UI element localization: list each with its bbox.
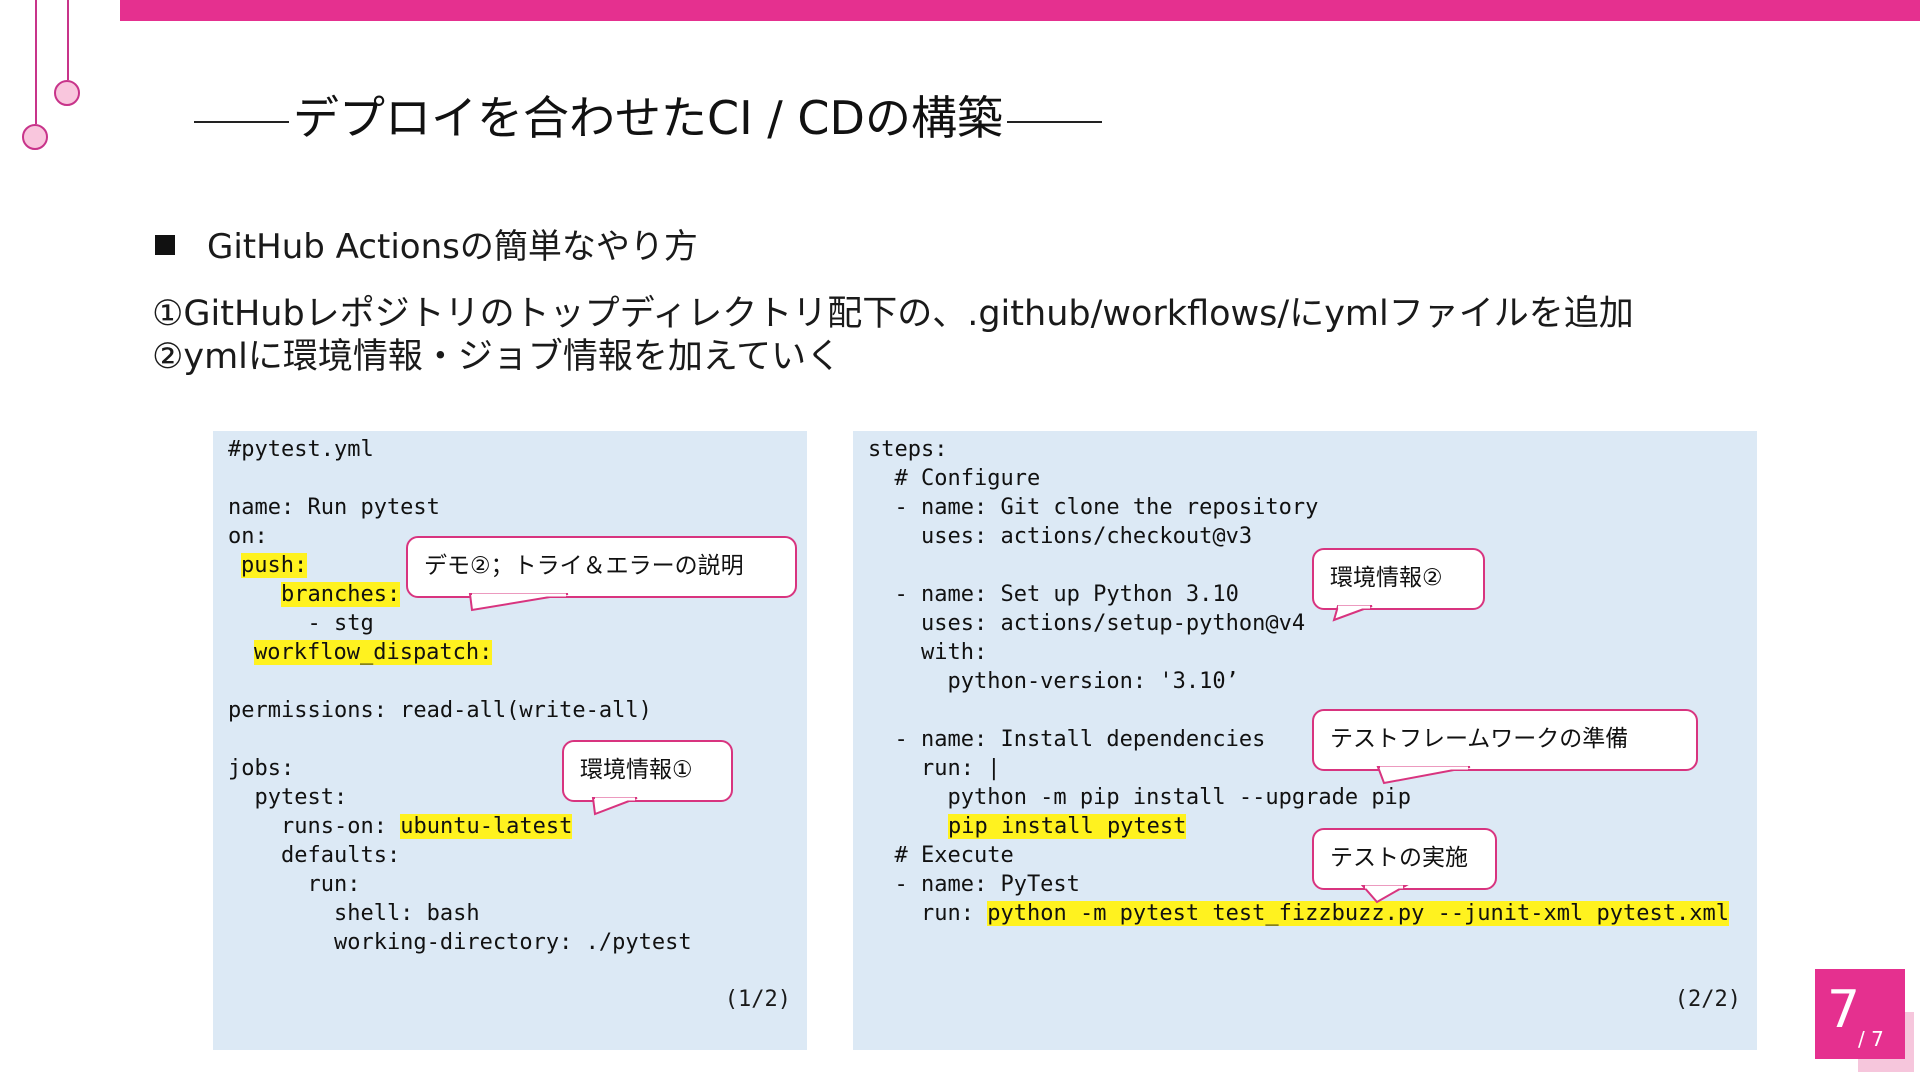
code-line: working-directory: ./pytest [228,930,692,955]
code-line-workflow-dispatch: workflow_dispatch: [254,638,493,667]
code-panel-right: steps: # Configure - name: Git clone the… [853,431,1757,1050]
decor-line-right [67,0,69,80]
code-line-runs-on: runs-on: ubuntu-latest [281,812,573,841]
highlight-push: push: [241,553,308,578]
code-line: run: [228,872,361,897]
highlight-run-pytest: python -m pytest test_fizzbuzz.py --juni… [987,901,1729,926]
code-line: - name: Set up Python 3.10 [868,582,1239,607]
code-line: shell: bash [228,901,480,926]
run-key: run: [921,901,988,926]
code-line: # Configure [868,466,1041,491]
code-line: uses: actions/checkout@v3 [868,524,1253,549]
code-line: permissions: read-all(write-all) [228,698,652,723]
highlight-workflow-dispatch: workflow_dispatch: [254,640,493,665]
callout-demo: デモ②；トライ＆エラーの説明 [406,536,797,598]
code-line-push: push: [241,551,308,580]
decor-circle-right [54,80,80,106]
code-line: #pytest.yml [228,437,374,462]
code-line-run-pytest: run: python -m pytest test_fizzbuzz.py -… [921,899,1729,928]
code-line: pytest: [228,785,348,810]
callout-demo-tail [468,593,569,612]
decor-circle-left [22,124,48,150]
page-total: / 7 [1858,1027,1884,1051]
callout-execute: テストの実施 [1312,828,1497,890]
code-line: jobs: [228,756,295,781]
code-line: with: [868,640,988,665]
page-number-badge: 7 / 7 [1815,969,1905,1059]
title-dash-right [1006,120,1102,123]
highlight-branches: branches: [281,582,401,607]
code-line: run: | [868,756,1001,781]
code-line: python-version: '3.10’ [868,669,1239,694]
highlight-pip-install: pip install pytest [948,814,1187,839]
code-line: python -m pip install --upgrade pip [868,785,1412,810]
code-line: - name: Install dependencies [868,727,1266,752]
callout-env2: 環境情報② [1312,548,1485,610]
code-line: name: Run pytest [228,495,440,520]
code-line: on: [228,524,268,549]
panel-page-indicator: (2/2) [1674,987,1741,1012]
runs-on-key: runs-on: [281,814,401,839]
slide-title: デプロイを合わせたCI / CDの構築 [190,88,1106,148]
code-line: steps: [868,437,948,462]
page-current: 7 [1827,980,1861,1040]
code-line: uses: actions/setup-python@v4 [868,611,1306,636]
panel-page-indicator: (1/2) [724,987,791,1012]
code-line-branches: branches: [281,580,401,609]
callout-execute-tail [1360,885,1409,904]
code-line-pip-install: pip install pytest [948,812,1187,841]
step-1-text: ①GitHubレポジトリのトップディレクトリ配下の、.github/workfl… [152,294,1634,334]
code-line: - stg [228,611,374,636]
callout-env1: 環境情報① [562,740,733,802]
callout-env1-tail [591,797,638,816]
title-dash-left [194,120,289,123]
section-bullet: GitHub Actionsの簡単なやり方 [155,222,698,272]
title-text: デプロイを合わせたCI / CDの構築 [293,91,1003,145]
code-line: defaults: [228,843,401,868]
callout-framework: テストフレームワークの準備 [1312,709,1698,771]
square-bullet-icon [155,235,175,255]
code-line: - name: PyTest [868,872,1080,897]
code-line: # Execute [868,843,1014,868]
code-line: - name: Git clone the repository [868,495,1319,520]
callout-env2-tail [1332,605,1373,622]
highlight-runs-on: ubuntu-latest [400,814,573,839]
bullet-text: GitHub Actionsの簡単なやり方 [207,227,698,267]
top-accent-bar [120,0,1920,21]
step-2-text: ②ymlに環境情報・ジョブ情報を加えていく [152,337,842,377]
decor-line-left [35,0,37,124]
callout-framework-tail [1376,766,1471,785]
